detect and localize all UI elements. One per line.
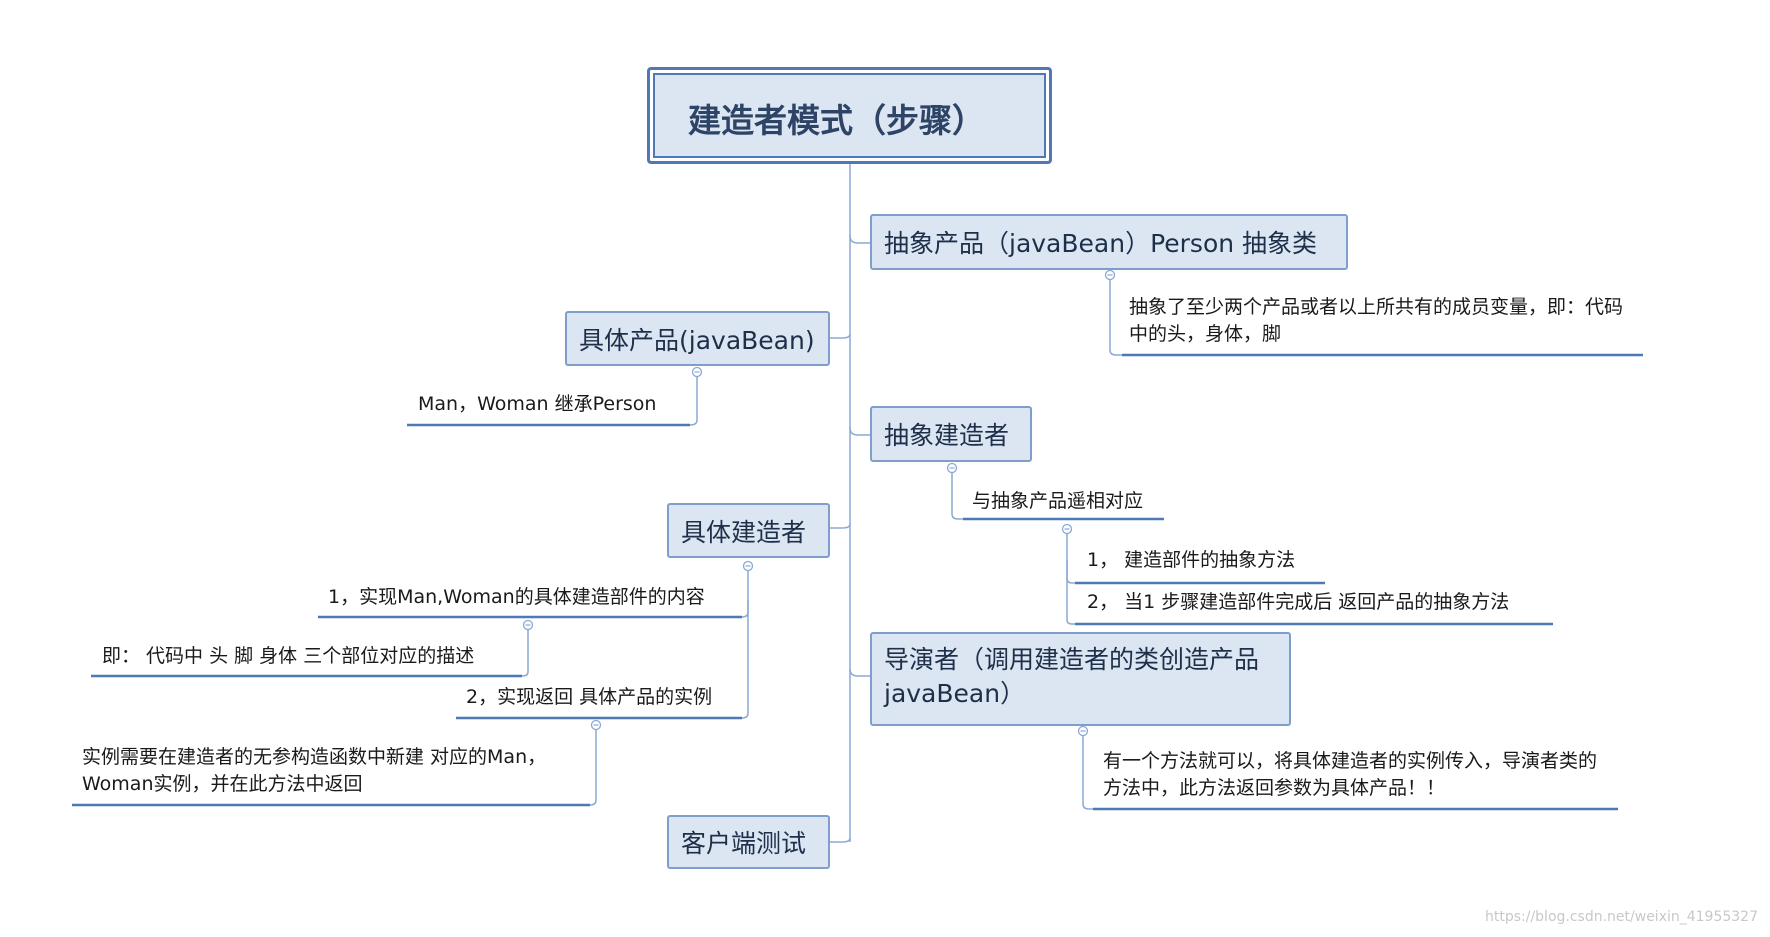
- topic-label: 客户端测试: [681, 829, 807, 858]
- topic-concrete-builder[interactable]: 具体建造者: [667, 503, 830, 558]
- topic-director[interactable]: 导演者（调用建造者的类创造产品javaBean）: [870, 632, 1291, 726]
- concrete-builder-item-2-note: 实例需要在建造者的无参构造函数中新建 对应的Man，Woman实例，并在此方法中…: [82, 746, 547, 795]
- topic-label: 具体产品(javaBean): [579, 325, 815, 355]
- topic-abstract-product[interactable]: 抽象产品（javaBean）Person 抽象类: [870, 214, 1348, 270]
- topic-abstract-builder[interactable]: 抽象建造者: [870, 406, 1032, 462]
- abstract-builder-step-1: 1， 建造部件的抽象方法: [1087, 549, 1296, 571]
- topic-label: 导演者（调用建造者的类创造产品javaBean）: [884, 645, 1260, 708]
- concrete-builder-item-1-note: 即： 代码中 头 脚 身体 三个部位对应的描述: [102, 645, 475, 667]
- note-abstract-builder: 与抽象产品遥相对应: [972, 490, 1144, 512]
- topic-label: 具体建造者: [681, 517, 807, 547]
- abstract-builder-step-2: 2， 当1 步骤建造部件完成后 返回产品的抽象方法: [1087, 591, 1510, 613]
- watermark: https://blog.csdn.net/weixin_41955327: [1484, 909, 1758, 925]
- concrete-builder-item-2: 2，实现返回 具体产品的实例: [466, 686, 713, 708]
- root-topic-title: 建造者模式（步骤）: [688, 101, 985, 140]
- note-concrete-product: Man，Woman 继承Person: [418, 393, 657, 415]
- concrete-builder-item-1: 1，实现Man,Woman的具体建造部件的内容: [328, 586, 705, 608]
- root-topic[interactable]: 建造者模式（步骤）: [647, 67, 1052, 164]
- note-director: 有一个方法就可以，将具体建造者的实例传入，导演者类的方法中，此方法返回参数为具体…: [1103, 750, 1598, 799]
- topic-label: 抽象建造者: [884, 421, 1010, 450]
- topic-concrete-product[interactable]: 具体产品(javaBean): [565, 311, 830, 366]
- topic-client-test[interactable]: 客户端测试: [667, 815, 830, 869]
- topic-label: 抽象产品（javaBean）Person 抽象类: [884, 229, 1318, 258]
- note-abstract-product: 抽象了至少两个产品或者以上所共有的成员变量，即：代码中的头，身体，脚: [1129, 296, 1624, 345]
